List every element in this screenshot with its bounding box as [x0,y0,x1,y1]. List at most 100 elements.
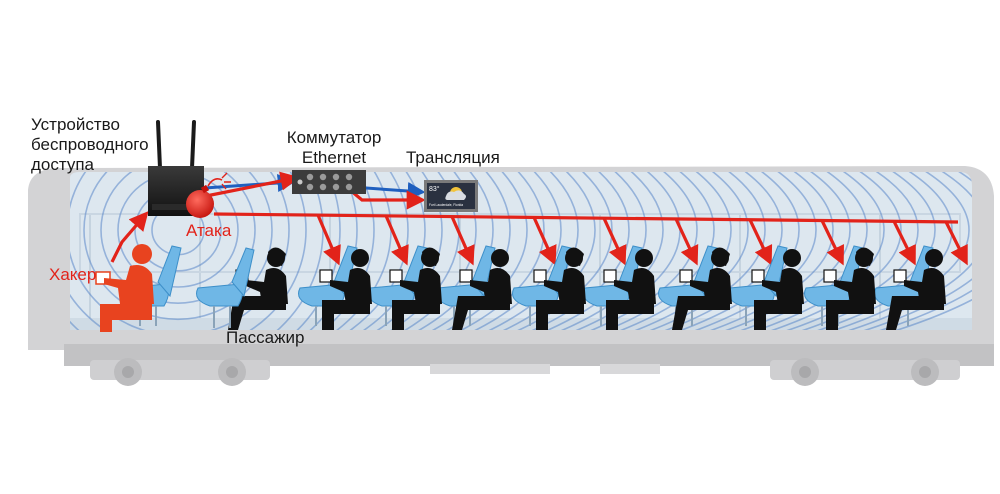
wifi-signal-rings [70,172,972,330]
wifi-ring [70,172,630,330]
passenger-legs [452,296,510,330]
switch-port [319,173,327,181]
passenger-head [925,249,943,267]
access-device-label-line2: беспроводного [31,135,149,154]
wifi-ring [70,172,919,330]
attack-arrow-passenger [532,216,557,266]
wifi-ring [70,172,596,330]
wifi-ring [70,172,970,330]
passenger-figure-icon [603,249,656,330]
hacker-label: Хакер [49,265,97,284]
passenger-torso [834,268,876,304]
wifi-ring [70,172,290,330]
laptop-icon [389,269,403,283]
passenger-torso [904,268,946,304]
passenger-legs [672,296,730,330]
passenger-legs [536,300,584,330]
wifi-ring [70,172,834,330]
switch-port [332,173,340,181]
wifi-ring [70,172,698,330]
passenger-head [635,249,653,267]
switch-led [297,179,303,185]
laptop-icon [893,269,907,283]
switch-port [306,173,314,181]
wifi-ring [70,172,528,330]
hacker-icon [95,244,154,332]
attack-arrow-hacker [110,211,149,263]
passenger-head [783,249,801,267]
wifi-ring [70,172,851,330]
passenger-hair [268,247,286,266]
wifi-ring [70,172,749,330]
wifi-ring [70,172,936,330]
cabin-display-icon: 83° Fort Lauderdale, Florida [424,180,478,212]
bogie-left [90,358,270,386]
passenger-torso [470,268,512,304]
wifi-ring [70,172,953,330]
wifi-ring [70,172,307,330]
wifi-ring [70,172,341,330]
switch-port [345,183,353,191]
wifi-ring [70,172,766,330]
switch-port [306,183,314,191]
passenger-legs [606,300,654,330]
wifi-ring [70,172,902,330]
passenger-figure-icon [751,249,804,330]
bogie-right [770,358,960,386]
attack-arrows [110,171,968,266]
switch-port [345,173,353,181]
passenger-legs [392,300,440,330]
passenger-figure-icon [886,249,946,330]
wifi-ring [70,172,800,330]
wifi-ring [70,172,358,330]
passenger-figure-icon [452,249,512,330]
passenger-hair [856,247,874,266]
wifi-ring [70,172,443,330]
passenger-legs [228,296,286,330]
passenger-torso [544,268,586,304]
attack-arrow-passenger [384,215,409,266]
switch-label-line1: Коммутатор [286,128,382,147]
attack-arrow-passenger [748,219,773,266]
wifi-ring [70,172,732,330]
wifi-ring [70,172,647,330]
passenger-figure-icon [672,247,732,330]
switch-port [319,183,327,191]
wifi-ring [70,172,613,330]
attack-arrow-passenger [892,220,916,266]
laptop-icon [319,269,333,283]
passenger-head [491,249,509,267]
wifi-ring [70,172,494,330]
display-location: Fort Lauderdale, Florida [429,203,463,207]
passenger-figure-icon [533,247,586,330]
attack-arrow-passenger [450,215,475,266]
access-device-label-line3: доступа [31,155,95,174]
wifi-ring [70,172,545,330]
passenger-torso [614,268,656,304]
wifi-ring [70,172,817,330]
seat-back [157,245,182,298]
wifi-ring [70,172,409,330]
passenger-legs [322,300,370,330]
laptop-icon [751,269,765,283]
laptop-icon [823,269,837,283]
access-device-label: Устройство беспроводного доступа [31,115,149,175]
wifi-ring [70,172,885,330]
passenger-figure-icon [823,247,876,330]
broadcast-label: Трансляция [406,148,500,167]
passenger-torso [330,268,372,304]
wifi-ring [83,172,273,321]
passenger-torso [400,268,442,304]
access-device-label-line1: Устройство [31,115,120,134]
switch-label: Коммутатор Ethernet [282,128,386,168]
attack-arrow-switch [195,171,300,200]
wifi-ring [70,172,664,330]
wifi-ring [100,172,256,304]
wifi-ring [70,172,783,330]
passengers [228,247,946,330]
passenger-legs [826,300,874,330]
passenger-torso [246,268,288,304]
wifi-ring [70,172,477,330]
